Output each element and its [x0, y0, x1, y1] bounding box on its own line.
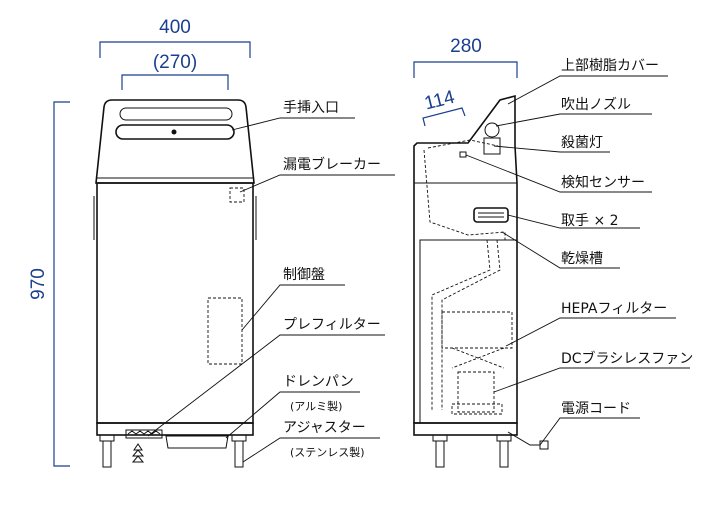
- label-dc-fan: DCブラシレスファン: [561, 350, 693, 367]
- front-head: [95, 99, 255, 184]
- width-dimension-line: [99, 41, 251, 58]
- power-cord-line: [507, 431, 540, 446]
- drain-pan-leader: [225, 391, 360, 439]
- label-power-cord: 電源コード: [561, 401, 631, 417]
- nozzle-circle: [484, 122, 500, 138]
- inlet-sensor-dot: [171, 129, 177, 135]
- fan-leader: [493, 367, 690, 393]
- side-leg-l: [435, 440, 445, 468]
- label-sterilizer-lamp: 殺菌灯: [561, 135, 603, 151]
- depth-dimension-line: [413, 61, 518, 78]
- nozzle-block: [483, 137, 501, 155]
- side-foot-cap-l: [432, 434, 448, 442]
- front-body: [96, 182, 254, 424]
- label-drain-pan: ドレンパン: [283, 374, 354, 390]
- side-foot-cap-r: [496, 434, 512, 442]
- height-dimension-label: 970: [28, 268, 49, 300]
- side-leg-r: [499, 440, 509, 468]
- duct-left: [431, 239, 491, 410]
- left-leg: [102, 440, 112, 468]
- control-panel-leader: [241, 284, 345, 331]
- drain-cock: [131, 443, 145, 463]
- label-hepa-filter: HEPAフィルター: [561, 301, 667, 317]
- label-dry-chamber: 乾燥槽: [561, 251, 603, 267]
- width-dimension-label: 400: [159, 17, 191, 38]
- inlet-depth-dimension-line: [422, 107, 466, 127]
- sensor-leader: [465, 154, 652, 193]
- side-base: [413, 422, 518, 436]
- control-panel-outline: [207, 297, 243, 365]
- front-view: 400 (270) 970: [28, 17, 395, 468]
- dry-chamber-outline: [423, 149, 506, 240]
- label-nozzle: 吹出ノズル: [561, 97, 631, 113]
- right-leg: [234, 440, 244, 468]
- hepa-outline: [441, 311, 513, 349]
- label-handle: 取手 × 2: [561, 213, 619, 229]
- hand-inlet-slot: [115, 124, 235, 140]
- label-resin-cover: 上部樹脂カバー: [561, 58, 659, 74]
- side-handle: [473, 207, 509, 223]
- prefilter-leader: [147, 334, 385, 437]
- hand-inlet-leader: [231, 117, 355, 131]
- side-lower-panel: [419, 239, 518, 424]
- depth-dimension-label: 280: [450, 36, 482, 57]
- drain-pan-shape: [165, 435, 229, 449]
- label-breaker: 漏電ブレーカー: [283, 156, 381, 173]
- prefilter-tray: [125, 429, 163, 439]
- hepa-cross: [451, 347, 505, 369]
- label-sensor: 検知センサー: [561, 174, 645, 191]
- right-foot-cap: [231, 434, 247, 442]
- label-prefilter: プレフィルター: [283, 317, 381, 333]
- sterilizer-leader: [493, 145, 610, 153]
- label-control-panel: 制御盤: [283, 267, 325, 283]
- breaker-leader: [239, 174, 395, 193]
- sensor-box: [459, 151, 467, 158]
- prefilter-mesh: [127, 430, 161, 435]
- fan-base: [451, 403, 503, 415]
- fan-outline: [457, 371, 495, 413]
- side-view: 280 114: [413, 36, 693, 468]
- height-dimension-line: [53, 101, 70, 467]
- duct-right: [441, 239, 501, 410]
- resin-cover-leader: [507, 75, 668, 105]
- left-foot-cap: [99, 434, 115, 442]
- handle-leader: [507, 214, 640, 229]
- label-hand-inlet: 手挿入口: [283, 100, 339, 116]
- power-plug: [539, 440, 549, 450]
- dry-chamber-leader: [501, 231, 620, 269]
- upper-slot: [119, 107, 233, 121]
- inner-width-dimension-label: (270): [153, 52, 197, 73]
- label-adjuster-material: (ステンレス製): [290, 445, 365, 459]
- adjuster-leader: [242, 437, 380, 463]
- hepa-leader: [505, 317, 676, 347]
- front-base: [96, 422, 254, 436]
- label-drain-pan-material: (アルミ製): [290, 399, 342, 413]
- breaker-outline: [229, 187, 245, 203]
- airflow-top: [427, 139, 499, 149]
- power-cord-leader: [539, 417, 640, 446]
- side-body: [413, 94, 518, 424]
- label-adjuster: アジャスター: [283, 420, 366, 436]
- inner-width-dimension-line: [121, 74, 229, 90]
- nozzle-leader: [495, 113, 652, 127]
